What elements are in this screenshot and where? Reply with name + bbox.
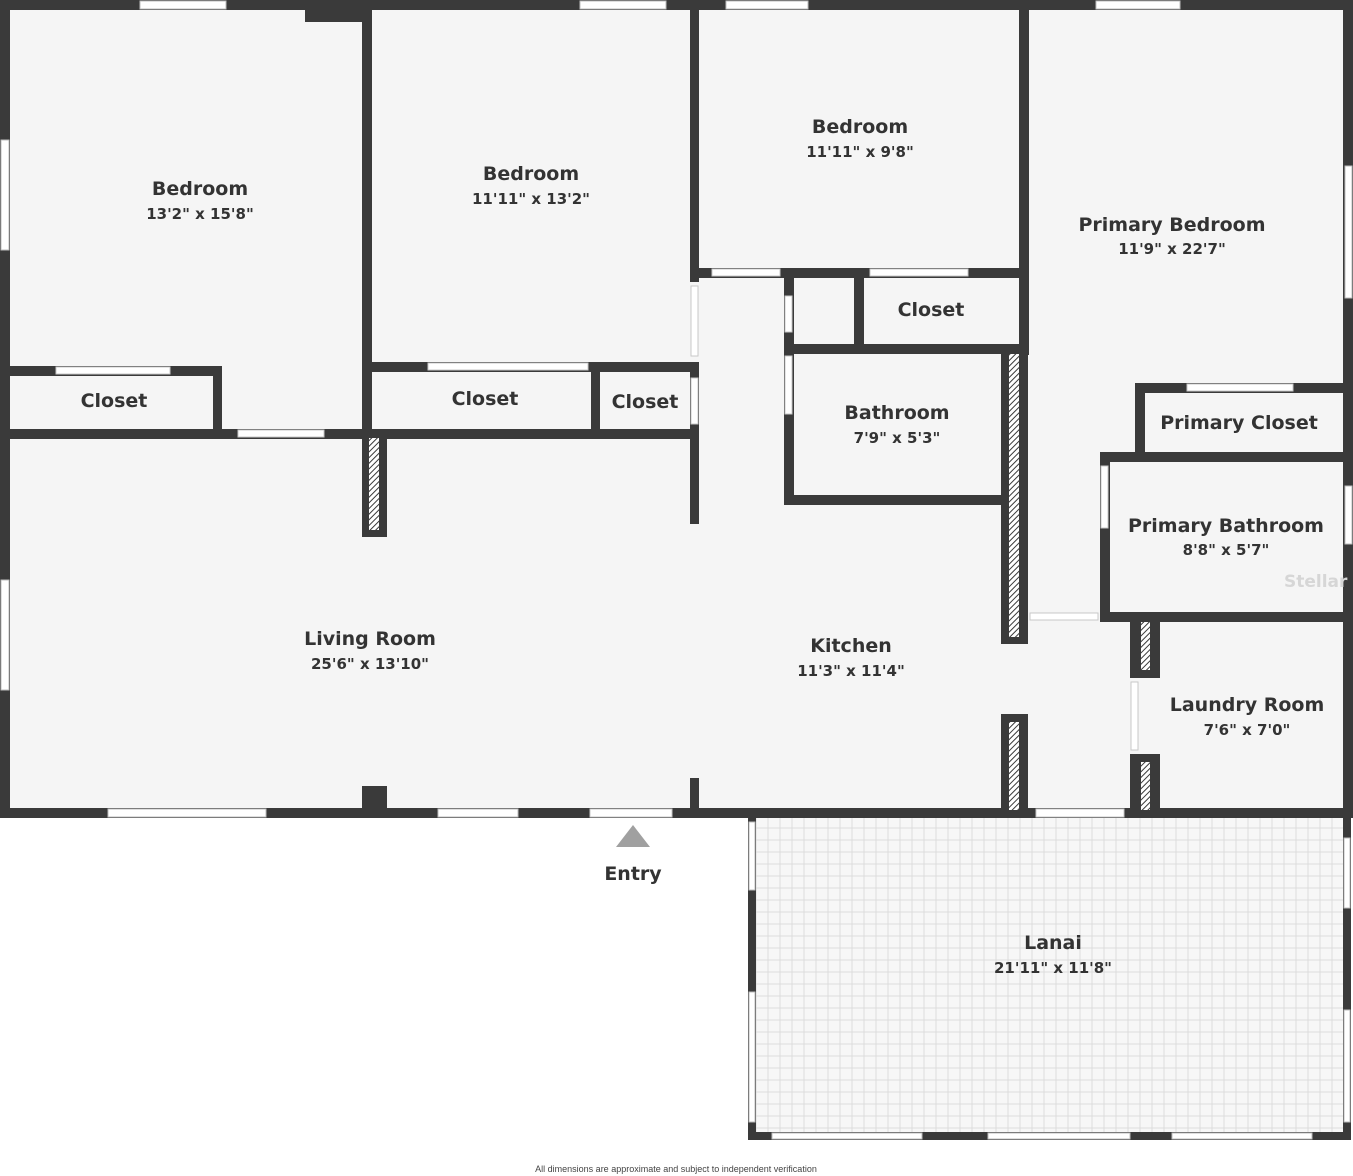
primary-bedroom-name: Primary Bedroom [1078, 214, 1265, 236]
living-room: Living Room 25'6" x 13'10" [304, 628, 436, 673]
closet-4-name: Closet [898, 299, 965, 321]
kitchen-name: Kitchen [810, 635, 892, 657]
entry-arrow-icon [616, 825, 650, 847]
bathroom: Bathroom 7'9" x 5'3" [844, 402, 949, 447]
kitchen-dimensions: 11'3" x 11'4" [797, 662, 905, 680]
bathroom-dimensions: 7'9" x 5'3" [854, 429, 941, 447]
lanai-floor [752, 814, 1347, 1138]
closet-3-name: Closet [612, 391, 679, 413]
house-floor [4, 4, 1347, 814]
laundry-room-name: Laundry Room [1170, 694, 1325, 716]
lanai: Lanai 21'11" x 11'8" [994, 932, 1112, 977]
bathroom-name: Bathroom [844, 402, 949, 424]
living-room-name: Living Room [304, 628, 436, 650]
bedroom-2-name: Bedroom [483, 163, 579, 185]
primary-bathroom-dimensions: 8'8" x 5'7" [1183, 541, 1270, 559]
closet-1-name: Closet [81, 390, 148, 412]
closet-2-name: Closet [452, 388, 519, 410]
primary-bedroom-dimensions: 11'9" x 22'7" [1118, 240, 1226, 258]
primary-bathroom: Primary Bathroom 8'8" x 5'7" [1128, 515, 1324, 559]
bedroom-2: Bedroom 11'11" x 13'2" [472, 163, 590, 208]
entry-label: Entry [604, 863, 662, 885]
watermark: Stellar [1284, 572, 1348, 592]
windows [0, 0, 1353, 1140]
laundry-room-dimensions: 7'6" x 7'0" [1204, 721, 1291, 739]
lanai-name: Lanai [1024, 932, 1082, 954]
bedroom-1-dimensions: 13'2" x 15'8" [146, 205, 254, 223]
bedroom-2-dimensions: 11'11" x 13'2" [472, 190, 590, 208]
lanai-dimensions: 21'11" x 11'8" [994, 959, 1112, 977]
bedroom-3: Bedroom 11'11" x 9'8" [806, 116, 914, 161]
bedroom-3-dimensions: 11'11" x 9'8" [806, 143, 914, 161]
primary-bedroom: Primary Bedroom 11'9" x 22'7" [1078, 214, 1265, 258]
door-openings [55, 268, 1294, 818]
primary-bathroom-name: Primary Bathroom [1128, 515, 1324, 537]
bedroom-1-name: Bedroom [152, 178, 248, 200]
bedroom-1: Bedroom 13'2" x 15'8" [146, 178, 254, 223]
primary-closet-name: Primary Closet [1160, 412, 1318, 434]
laundry-room: Laundry Room 7'6" x 7'0" [1170, 694, 1325, 739]
disclaimer-footnote: All dimensions are approximate and subje… [535, 1164, 817, 1174]
kitchen: Kitchen 11'3" x 11'4" [797, 635, 905, 680]
living-room-dimensions: 25'6" x 13'10" [311, 655, 429, 673]
bedroom-3-name: Bedroom [812, 116, 908, 138]
